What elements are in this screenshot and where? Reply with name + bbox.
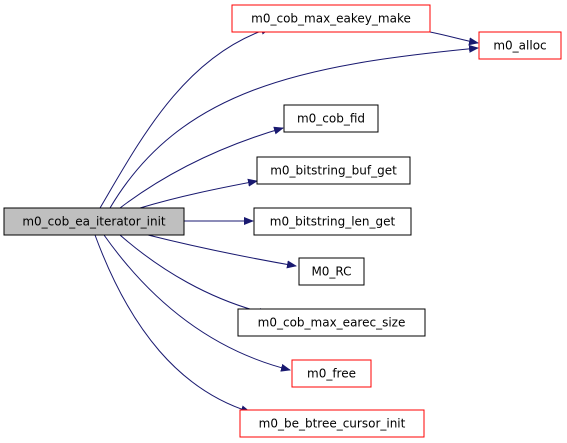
source-node-label: m0_cob_ea_iterator_init [22,215,166,229]
edge-to-m0-cob-fid [119,126,284,209]
source-node-m0-cob-ea-iterator-init: m0_cob_ea_iterator_init [3,207,185,236]
node-label: M0_RC [311,265,351,279]
node-box [283,104,379,133]
edge-to-m0-cob-max-earec-size [119,234,269,316]
edge-to-m0-cob-max-eakey-make [99,26,271,209]
node-box [478,31,562,60]
node-label: m0_cob_max_eakey_make [251,12,411,26]
node-label: m0_cob_max_earec_size [258,316,406,330]
node-box [237,308,426,337]
edge-to-m0-free [103,234,291,372]
node-box [231,4,431,33]
node-box [253,207,412,236]
node-box [256,156,411,185]
source-node-box [3,207,185,236]
node-label: m0_cob_fid [297,112,365,126]
node-label: m0_bitstring_buf_get [270,164,397,178]
node-label: m0_bitstring_len_get [270,215,396,229]
node-m0-bitstring-buf-get[interactable]: m0_bitstring_buf_get [256,156,411,185]
node-label: m0_alloc [493,39,546,53]
node-box [298,257,365,286]
node-m0-be-btree-cursor-init[interactable]: m0_be_btree_cursor_init [239,409,425,438]
edges [94,26,479,414]
edge-eakey-make-to-m0-alloc [429,31,479,46]
node-box [291,359,372,388]
node-m0-cob-max-eakey-make[interactable]: m0_cob_max_eakey_make [231,4,431,33]
node-m0-cob-fid[interactable]: m0_cob_fid [283,104,379,133]
edge-to-m0-alloc-direct [109,44,479,209]
node-m0-bitstring-len-get[interactable]: m0_bitstring_len_get [253,207,412,236]
node-m0-cob-max-earec-size[interactable]: m0_cob_max_earec_size [237,308,426,337]
node-box [239,409,425,438]
edge-to-m0-be-btree-cursor-init [94,234,251,414]
node-m0-rc[interactable]: M0_RC [298,257,365,286]
edge-to-m0-rc [147,234,297,269]
edge-to-m0-bitstring-buf-get [139,178,258,209]
node-label: m0_free [307,367,356,381]
node-m0-free[interactable]: m0_free [291,359,372,388]
node-m0-alloc[interactable]: m0_alloc [478,31,562,60]
node-label: m0_be_btree_cursor_init [259,417,406,431]
